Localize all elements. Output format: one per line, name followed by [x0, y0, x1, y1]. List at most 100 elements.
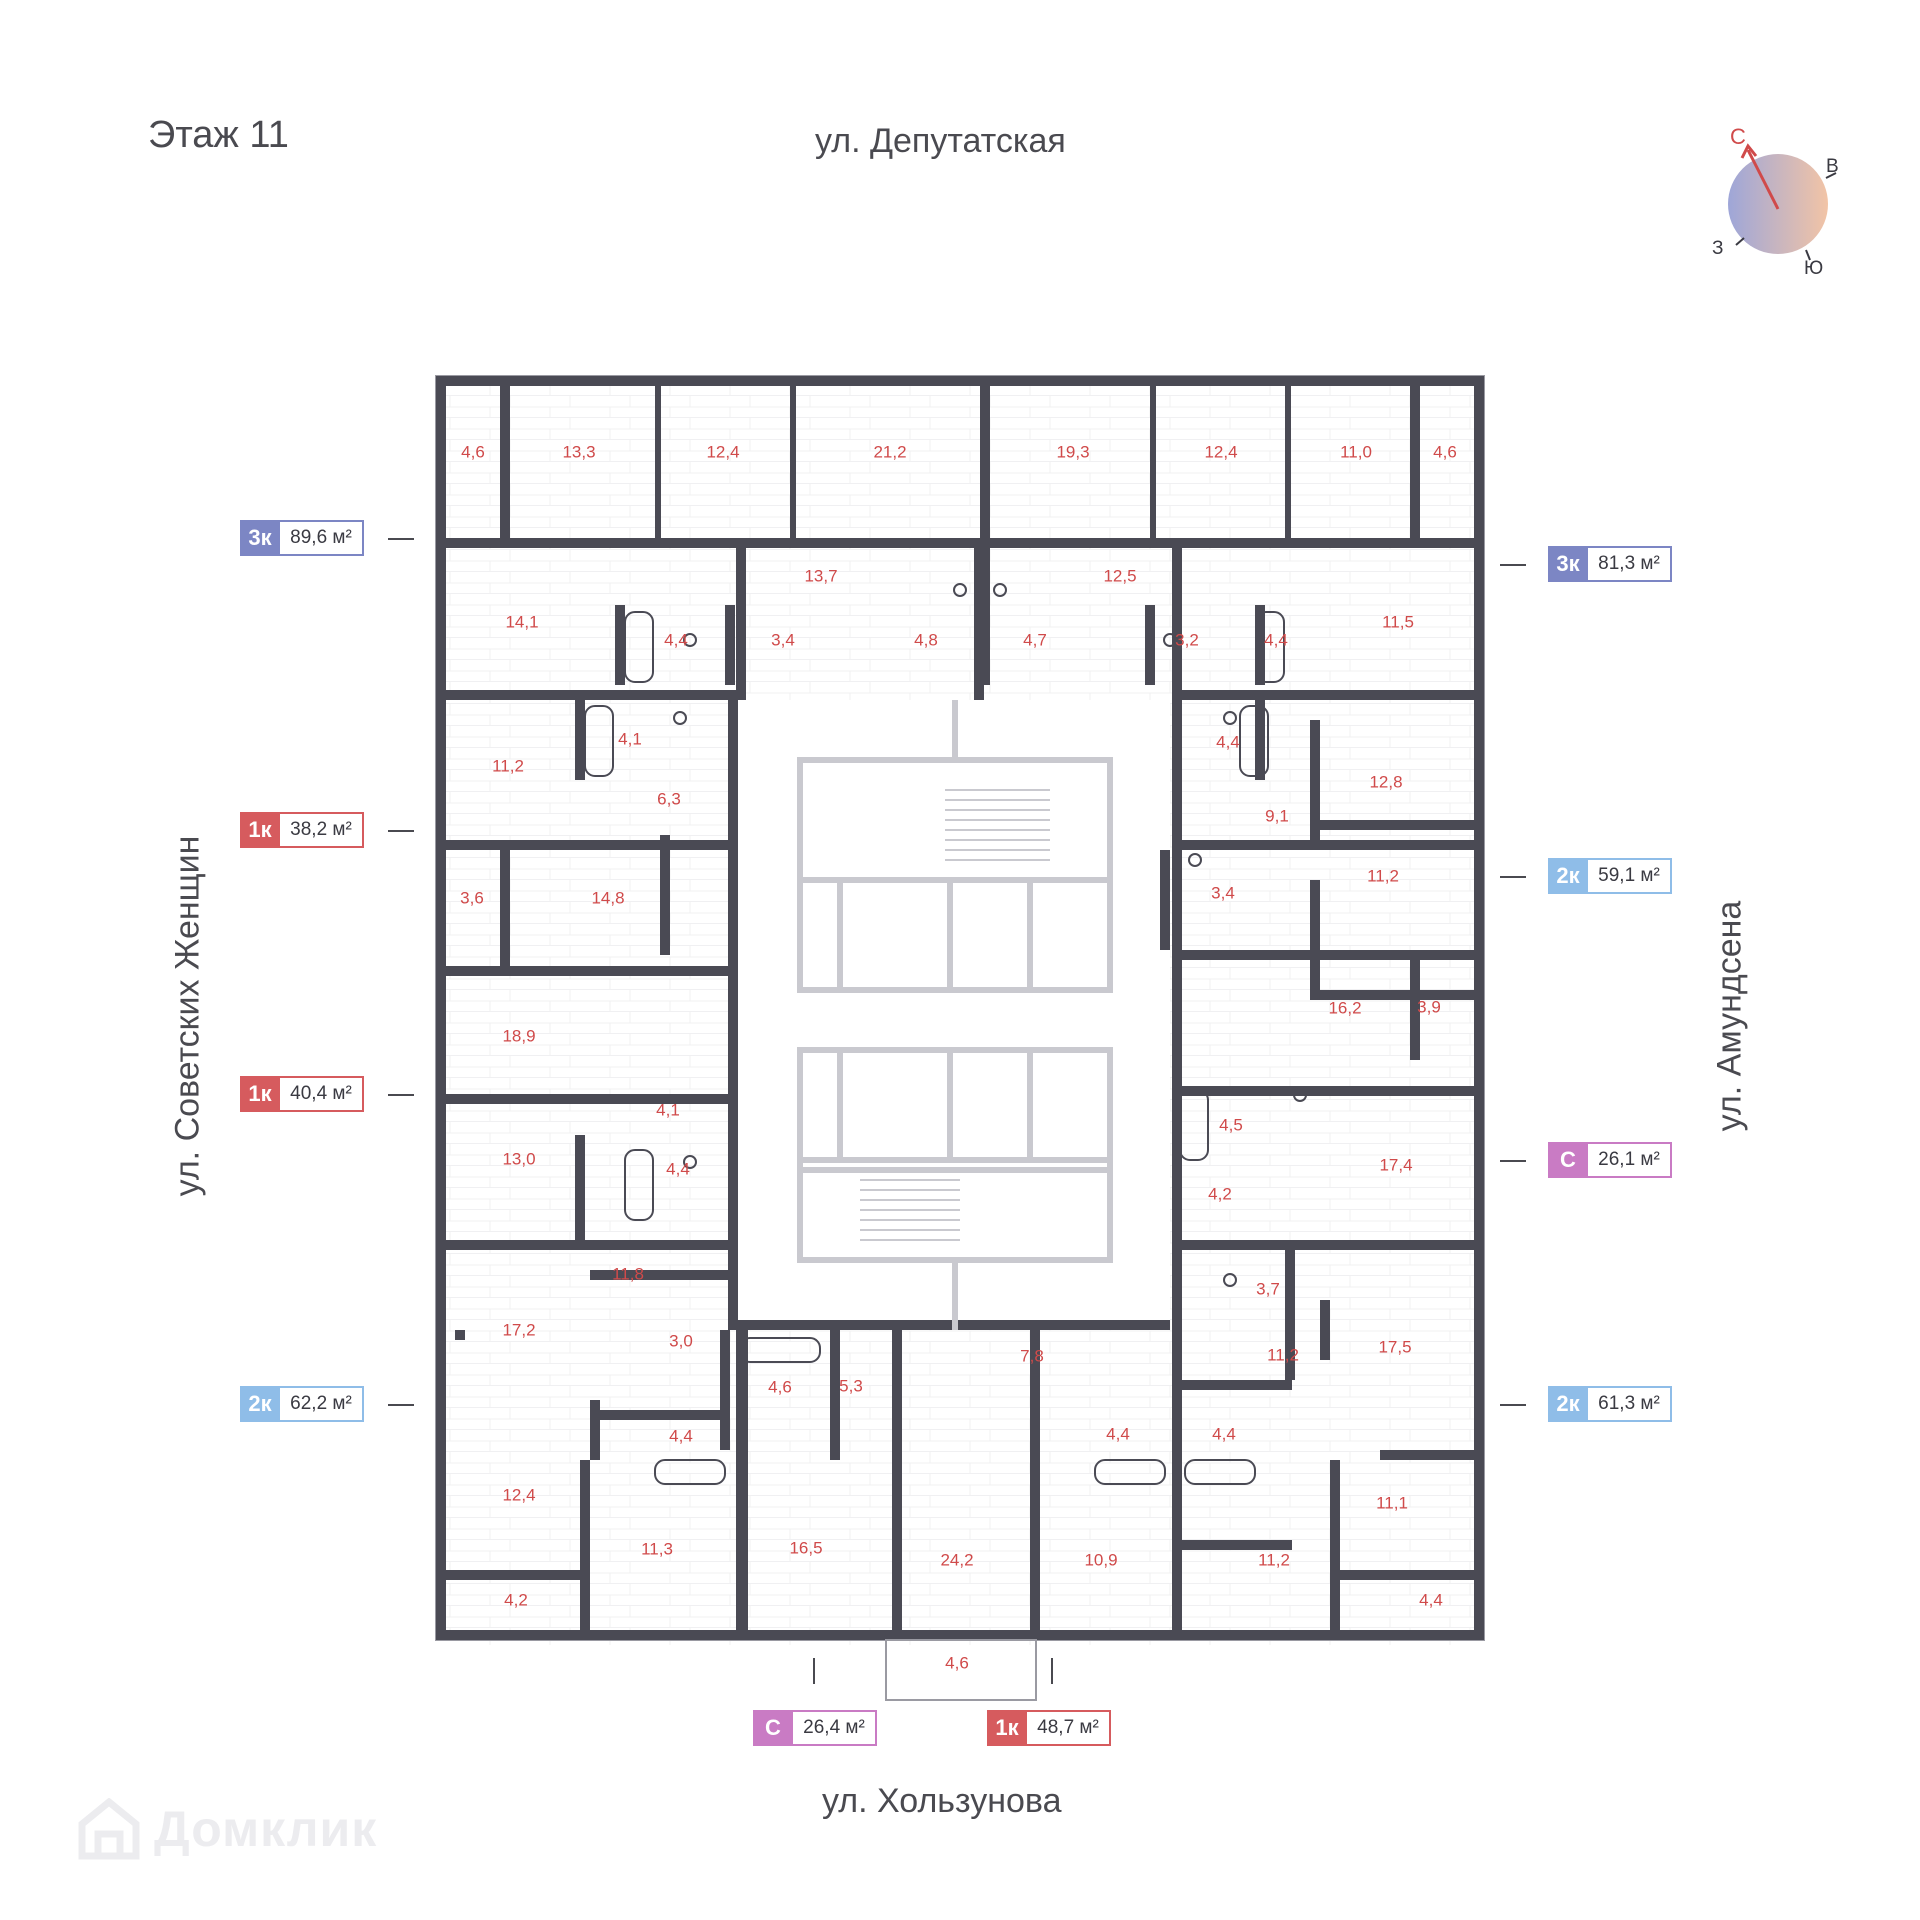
floor-title: Этаж 11	[148, 114, 289, 156]
room-area-label: 4,4	[666, 1159, 690, 1178]
wall-segment	[660, 835, 670, 955]
room-area-label: 3,7	[1256, 1279, 1280, 1298]
bathtub-icon	[1179, 1089, 1209, 1161]
wall-segment	[455, 1330, 465, 1340]
house-logo-icon	[78, 1798, 140, 1860]
room-area-label: 3,4	[1211, 883, 1235, 902]
apartment-type: 1к	[987, 1710, 1027, 1746]
room-area-label: 11,2	[1267, 1345, 1299, 1364]
badge-leader-line	[813, 1658, 815, 1684]
sink-icon	[1223, 711, 1237, 725]
compass-arrowhead	[1740, 143, 1758, 159]
room-area-label: 4,6	[1433, 442, 1457, 461]
wall-segment	[1172, 1330, 1182, 1640]
apartment-area: 48,7 м²	[1027, 1710, 1111, 1746]
room-area-label: 3,9	[1417, 997, 1441, 1016]
room-area-label: 17,2	[502, 1320, 535, 1339]
wall-segment	[1172, 840, 1474, 850]
wall-segment	[1285, 385, 1291, 545]
room-area-label: 4,6	[768, 1377, 792, 1396]
wall-segment	[1145, 605, 1155, 685]
room-area-label: 24,2	[940, 1550, 973, 1569]
wall-segment	[1240, 540, 1290, 546]
compass-needle	[1746, 149, 1780, 210]
room-area-label: 4,4	[1216, 732, 1240, 751]
lobby-outline	[1027, 877, 1113, 993]
bathtub-icon	[624, 1149, 654, 1221]
loggia-frame	[885, 1639, 1037, 1701]
wall-segment	[1172, 1380, 1292, 1390]
wall-segment	[1310, 990, 1480, 1000]
room-area-label: 16,5	[789, 1538, 822, 1557]
wall-segment	[1310, 820, 1480, 830]
room-area-label: 4,1	[656, 1100, 680, 1119]
apartment-type: 3к	[240, 520, 280, 556]
room-area-label: 4,2	[1208, 1184, 1232, 1203]
room-area-label: 12,5	[1103, 566, 1136, 585]
bathtub-icon	[1184, 1459, 1256, 1485]
wall-segment	[1172, 1540, 1292, 1550]
room-area-label: 13,7	[804, 566, 837, 585]
wall-segment	[446, 1570, 586, 1580]
wall-segment	[446, 1240, 738, 1250]
wall-segment	[1310, 880, 1320, 1000]
wall-segment	[830, 1330, 840, 1460]
wall-segment	[1172, 690, 1182, 1330]
apartment-type: С	[1548, 1142, 1588, 1178]
apartment-area: 38,2 м²	[280, 812, 364, 848]
room-area-label: 7,8	[1020, 1346, 1044, 1365]
wall-segment	[1410, 385, 1420, 543]
sink-icon	[1293, 1088, 1307, 1102]
room-area-label: 11,3	[641, 1539, 673, 1558]
wall-segment	[500, 840, 510, 970]
sink-icon	[1188, 853, 1202, 867]
bathtub-icon	[1255, 611, 1285, 683]
floor-texture	[445, 385, 1475, 1645]
wall-segment	[1310, 720, 1320, 840]
lobby-outline	[1027, 1047, 1113, 1163]
wall-segment	[436, 1630, 1484, 1640]
badge-leader-line	[388, 1404, 414, 1406]
wall-segment	[974, 538, 984, 700]
bathtub-icon	[654, 1459, 726, 1485]
wall-segment	[436, 376, 446, 1640]
apartment-type: 2к	[1548, 858, 1588, 894]
room-area-label: 14,8	[591, 888, 624, 907]
room-area-label: 3,4	[771, 630, 795, 649]
compass-icon	[1728, 143, 1837, 261]
wall-segment	[590, 1270, 730, 1280]
apartment-area: 59,1 м²	[1588, 858, 1672, 894]
sink-icon	[993, 583, 1007, 597]
badge-leader-line	[1500, 1160, 1526, 1162]
wall-segment	[736, 1330, 748, 1640]
badge-leader-line	[388, 538, 414, 540]
sink-icon	[1223, 1273, 1237, 1287]
watermark: Домклик	[78, 1798, 377, 1860]
room-area-label: 13,3	[562, 442, 595, 461]
wall-segment	[446, 538, 1474, 548]
room-area-label: 4,4	[1264, 630, 1288, 649]
wall-segment	[1160, 850, 1170, 950]
apartment-area: 26,1 м²	[1588, 1142, 1672, 1178]
room-area-label: 4,6	[945, 1653, 969, 1672]
wall-segment	[446, 840, 738, 850]
room-area-label: 19,3	[1056, 442, 1089, 461]
apartment-area: 61,3 м²	[1588, 1386, 1672, 1422]
room-area-label: 11,0	[1340, 442, 1372, 461]
wall-segment	[590, 1400, 600, 1460]
wall-segment	[736, 538, 746, 700]
sink-icon	[683, 1155, 697, 1169]
wall-segment	[1330, 1460, 1340, 1570]
room-area-label: 4,4	[664, 630, 688, 649]
